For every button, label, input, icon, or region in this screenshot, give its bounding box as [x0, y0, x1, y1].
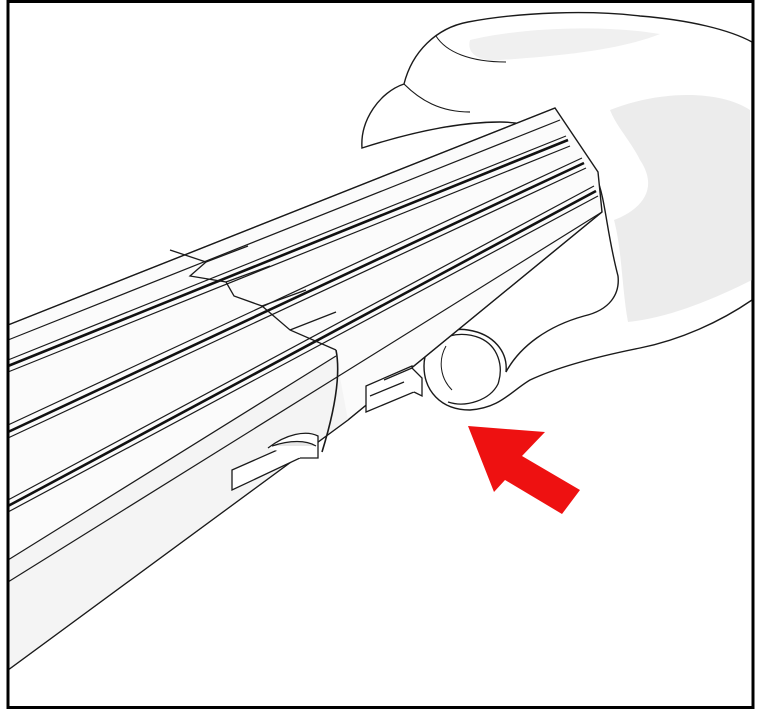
- left-clip: [231, 432, 319, 492]
- rail-grooves: [7, 138, 597, 508]
- right-clip: [365, 365, 423, 413]
- rail-edge-lines: [7, 107, 603, 671]
- end-cap-seam: [321, 349, 339, 453]
- rail-joint: [169, 245, 337, 351]
- red-arrow-icon: [468, 426, 580, 514]
- hand-icon: [361, 11, 753, 411]
- rail-assembly: [7, 107, 603, 672]
- figure-frame: [6, 0, 755, 709]
